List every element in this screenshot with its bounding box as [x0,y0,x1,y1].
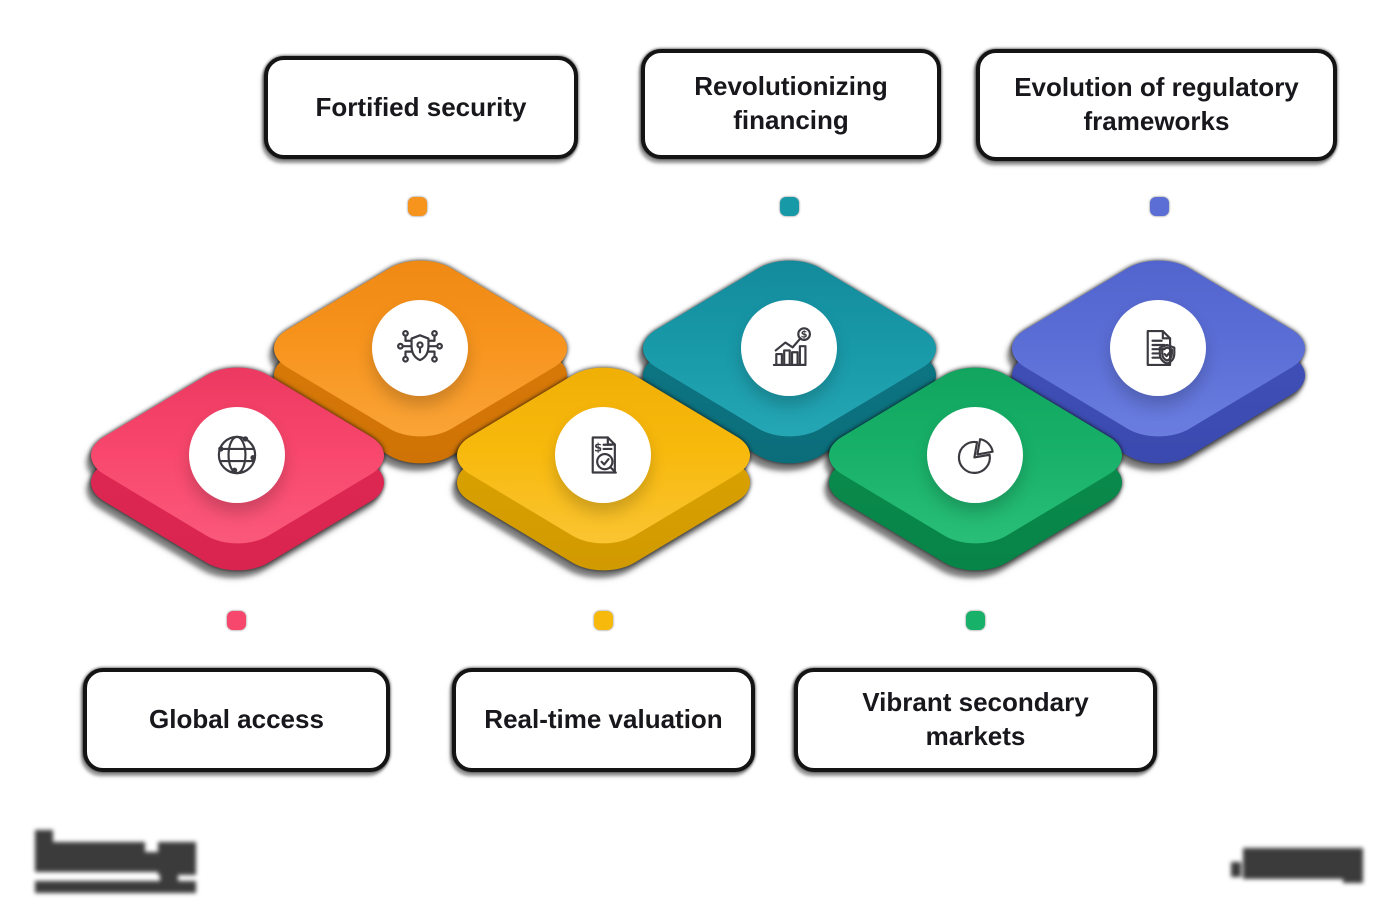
pie-chart-icon [927,407,1023,503]
label-text-real-time-valuation: Real-time valuation [484,704,723,735]
connector-dot-revolutionizing-financing [780,197,799,216]
label-text-fortified-security: Fortified security [315,91,527,122]
document-dollar-magnifier-icon: $ [555,407,651,503]
globe-network-icon [189,407,285,503]
globe-network-icon-svg [217,435,257,475]
connector-dot-evolution-of-regulatory-frameworks [1150,197,1169,216]
shield-circuit-icon [372,300,468,396]
tile-vibrant-secondary-markets [810,290,1140,620]
connector-dot-fortified-security [408,197,427,216]
label-card-vibrant-secondary-markets: Vibrant secondary markets [794,668,1157,772]
right-logo-blurred [1231,846,1371,886]
tile-global-access [72,290,402,620]
label-card-real-time-valuation: Real-time valuation [452,668,755,772]
svg-text:$: $ [594,441,602,455]
right-logo-fragment [1243,848,1343,879]
document-dollar-magnifier-icon-svg: $ [591,436,617,474]
right-logo-fragment [1231,862,1241,877]
growth-chart-dollar-icon: $ [741,300,837,396]
left-logo-fragment [160,868,178,882]
svg-text:$: $ [801,330,808,341]
label-text-global-access: Global access [149,704,324,735]
label-text-vibrant-secondary-markets: Vibrant secondary markets [862,687,1089,751]
connector-dot-vibrant-secondary-markets [966,611,985,630]
connector-dot-global-access [227,611,246,630]
label-text-evolution-of-regulatory-frameworks: Evolution of regulatory frameworks [1014,72,1299,136]
tile-fortified-security [255,183,585,513]
label-text-revolutionizing-financing: Revolutionizing financing [694,71,888,135]
connector-dot-real-time-valuation [594,611,613,630]
left-logo-underline [35,881,196,893]
growth-chart-dollar-icon-svg: $ [772,327,811,367]
shield-circuit-icon-svg [397,329,443,363]
right-logo-fragment [1343,848,1363,883]
document-shield-check-icon [1110,300,1206,396]
document-shield-check-icon-svg [1146,329,1176,367]
left-logo-blurred [35,830,235,900]
label-card-revolutionizing-financing: Revolutionizing financing [641,49,941,159]
label-card-evolution-of-regulatory-frameworks: Evolution of regulatory frameworks [976,49,1337,161]
tile-evolution-of-regulatory-frameworks [993,183,1323,513]
pie-chart-icon-svg [957,438,994,474]
tile-real-time-valuation: $ [438,290,768,620]
label-card-global-access: Global access [83,668,390,772]
tile-revolutionizing-financing: $ [624,183,954,513]
label-card-fortified-security: Fortified security [264,56,578,159]
